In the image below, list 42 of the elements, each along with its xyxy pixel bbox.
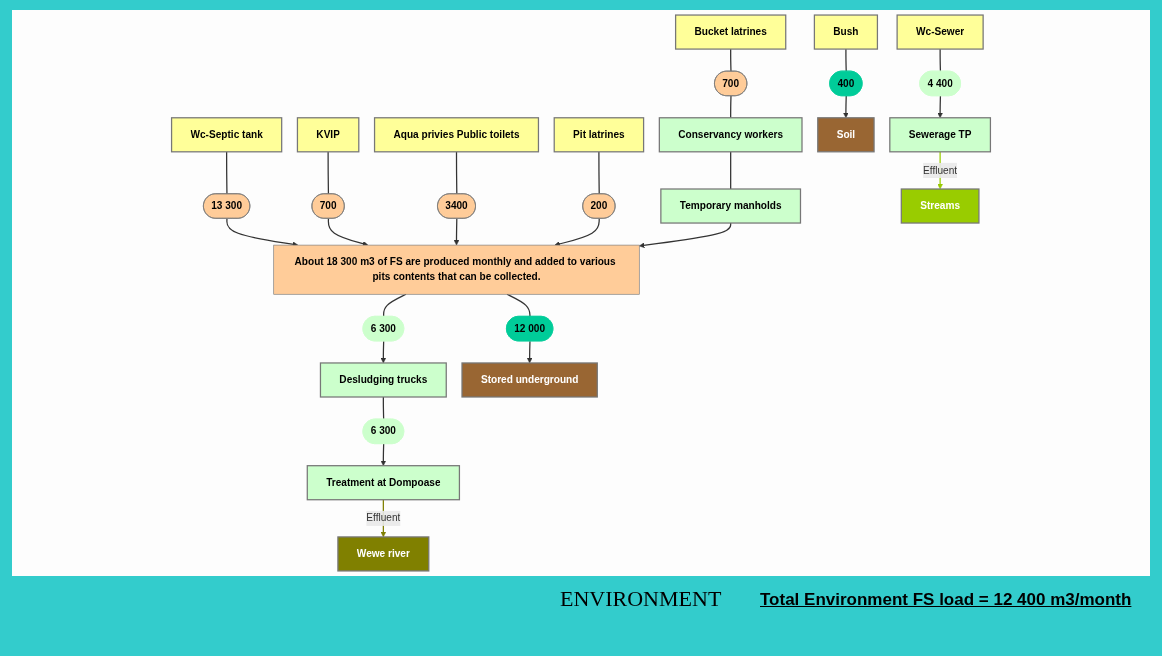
node-box: About 18 300 m3 of FS are produced monthly and added to various pits contents that can be collected. [273,244,640,295]
connector [845,48,847,73]
node-box: Streams [900,188,980,224]
arrow [526,340,533,364]
node-box: Wc-Sewer [896,14,984,50]
arrow [843,95,849,119]
arrow [327,218,369,247]
connector [730,151,732,190]
connector [455,151,458,195]
node-box: Treatment at Dompoase [306,465,461,501]
arrow [380,443,387,466]
node-box: Bush [813,14,879,50]
connector [226,151,228,195]
node-box: Sewerage TP [889,117,992,153]
total-note: Total Environment FS load = 12 400 m3/month [760,590,1132,610]
arrow [554,218,600,247]
edge-label: Effluent [366,512,401,524]
node-box: Wewe river [337,536,430,572]
connector [506,293,531,318]
area-label: ENVIRONMENT [560,586,722,612]
node-box: Bucket latrines [675,14,787,50]
arrow [937,95,943,119]
node-box: Pit latrines [553,117,645,153]
connector [730,95,732,119]
connector [382,396,385,420]
node-box: KVIP [296,117,360,153]
arrow [380,340,387,364]
connector [598,151,600,195]
node-box: Temporary manholds [660,188,802,224]
node-box: Conservancy workers [658,117,803,153]
connector [730,48,732,73]
connector [327,151,330,195]
node-box: Desludging trucks [319,362,447,398]
arrow [639,222,732,249]
node-box: Aqua privies Public toilets [373,117,540,153]
arrow [453,218,460,246]
edge-label: Effluent [923,164,958,176]
node-box: Soil [817,117,875,153]
connector [939,48,942,73]
connector [382,293,407,318]
node-box: Stored underground [461,362,598,398]
node-box: Wc-Septic tank [170,117,283,153]
